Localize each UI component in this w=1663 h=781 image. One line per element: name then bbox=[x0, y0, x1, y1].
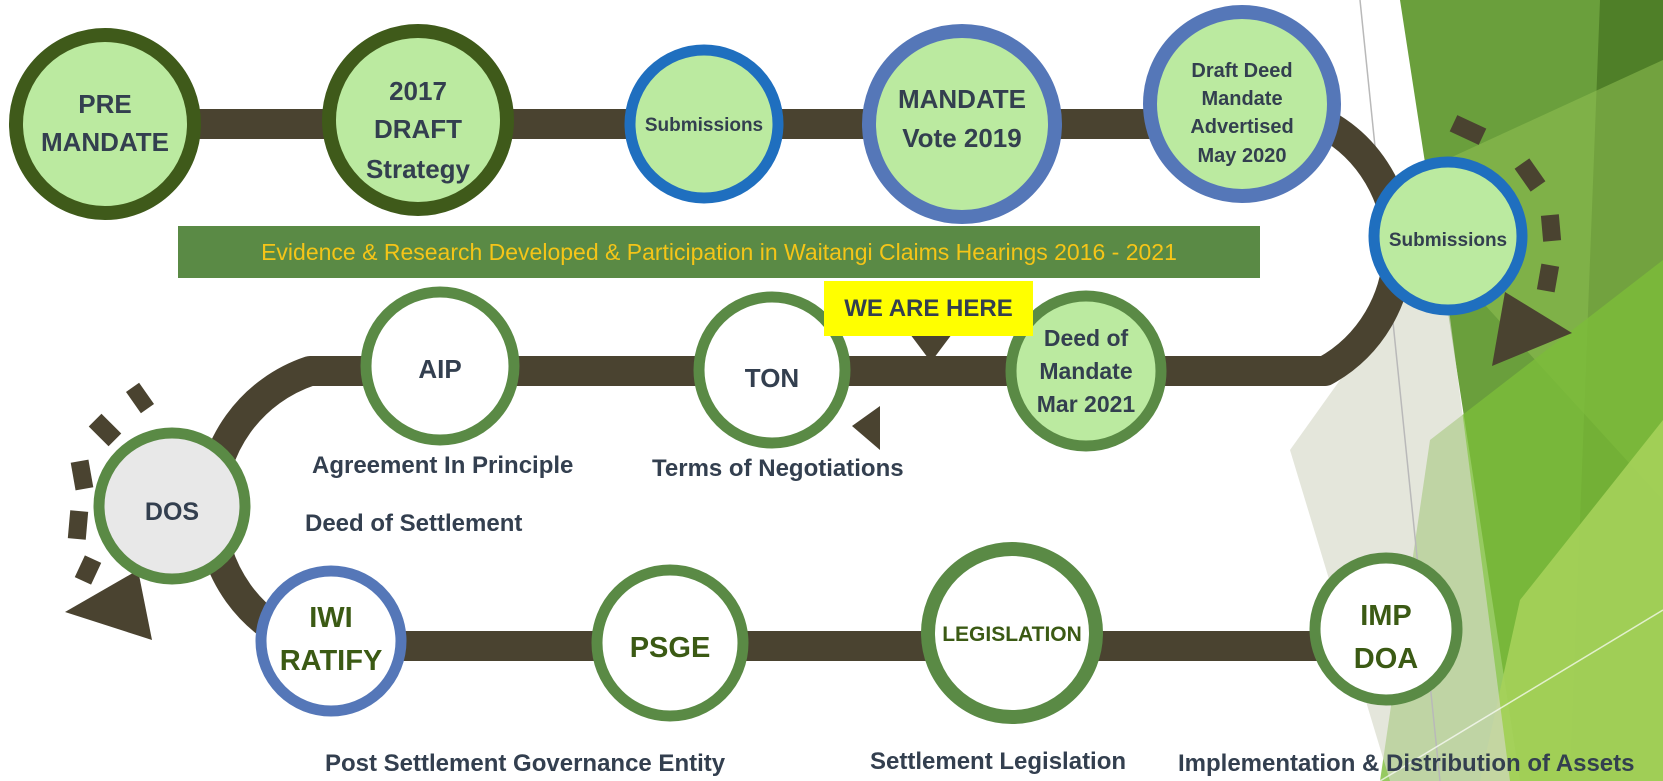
we-are-here-pointer bbox=[910, 334, 952, 362]
caption-ton: Terms of Negotiations bbox=[652, 455, 904, 482]
svg-text:AIP: AIP bbox=[418, 354, 461, 384]
caption-aip: Agreement In Principle bbox=[312, 452, 574, 479]
svg-text:LEGISLATION: LEGISLATION bbox=[942, 623, 1082, 646]
node-submissions-2: Submissions bbox=[1368, 156, 1528, 316]
direction-arrow-icon bbox=[852, 406, 880, 450]
turn-arrow-right bbox=[1449, 115, 1572, 366]
node-legislation: LEGISLATION bbox=[921, 542, 1103, 724]
node-submissions-1: Submissions bbox=[624, 44, 784, 204]
caption-imp: Implementation & Distribution of Assets bbox=[1178, 750, 1635, 777]
we-are-here-marker: WE ARE HERE bbox=[824, 281, 1033, 336]
turn-arrow-left bbox=[65, 382, 155, 640]
node-dos: DOS bbox=[93, 427, 251, 585]
svg-text:Submissions: Submissions bbox=[1389, 230, 1507, 251]
svg-text:Submissions: Submissions bbox=[645, 115, 763, 136]
caption-legislation: Settlement Legislation bbox=[870, 748, 1127, 775]
svg-text:PSGE: PSGE bbox=[630, 632, 711, 664]
svg-text:TON: TON bbox=[745, 363, 799, 393]
node-ton: TON bbox=[693, 291, 851, 449]
caption-dos: Deed of Settlement bbox=[305, 510, 523, 537]
node-psge: PSGE bbox=[591, 564, 749, 722]
node-aip: AIP bbox=[360, 286, 520, 446]
caption-psge: Post Settlement Governance Entity bbox=[325, 750, 726, 777]
svg-text:DOS: DOS bbox=[145, 498, 199, 526]
evidence-banner: Evidence & Research Developed & Particip… bbox=[178, 226, 1260, 278]
